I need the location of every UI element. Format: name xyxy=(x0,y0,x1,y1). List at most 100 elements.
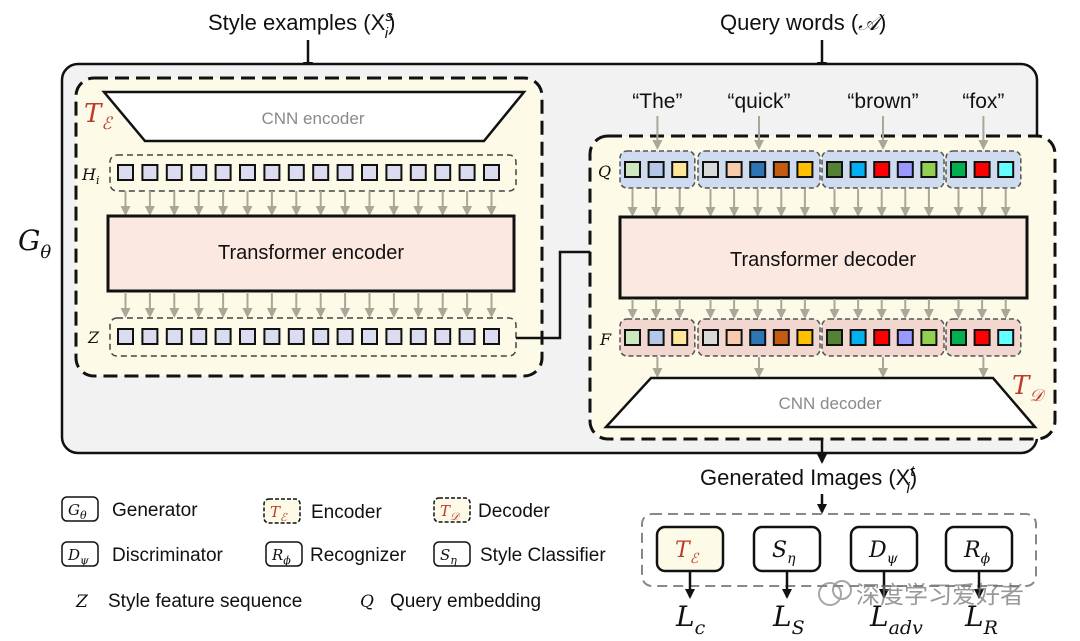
q-token xyxy=(702,161,719,178)
f-token xyxy=(725,329,743,346)
q-token xyxy=(647,161,665,178)
z-token xyxy=(483,328,500,345)
f-token xyxy=(896,329,914,346)
transformer-encoder-box xyxy=(106,214,516,293)
z-token xyxy=(214,328,232,345)
q-token xyxy=(796,161,814,178)
z-token xyxy=(336,328,354,345)
z-token xyxy=(287,328,305,345)
legend-symbol: Gθ xyxy=(68,501,87,522)
query-word: “brown” xyxy=(847,90,918,113)
z-token xyxy=(458,328,476,345)
q-token xyxy=(873,161,891,178)
legend-symbol-box xyxy=(433,541,471,567)
q-token xyxy=(950,161,967,178)
legend-symbol: Tℰ xyxy=(270,503,288,524)
q-token xyxy=(772,161,790,178)
f-token xyxy=(973,329,991,346)
h-token xyxy=(263,164,281,181)
decoder-output-arrows xyxy=(627,299,1011,319)
z-label: Z xyxy=(87,328,100,347)
f-token xyxy=(796,329,814,346)
z-token xyxy=(165,328,183,345)
legend-symbol: Dψ xyxy=(67,546,89,567)
cnn-decoder-input-arrows xyxy=(652,357,989,378)
f-token xyxy=(749,329,767,346)
query-words-label: Query words (𝒜) xyxy=(720,10,886,36)
q-label: Q xyxy=(598,162,611,181)
f-feature-row xyxy=(619,318,1022,357)
f-label: F xyxy=(599,330,612,349)
legend-z-text: Style feature sequence xyxy=(108,591,302,612)
q-token xyxy=(997,161,1015,178)
z-token xyxy=(385,328,403,345)
generator-label: Gθ xyxy=(18,224,51,263)
cnn-encoder-label: CNN encoder xyxy=(262,109,365,128)
h-label: Hi xyxy=(81,165,99,187)
z-token xyxy=(117,328,134,345)
head-symbol: Rϕ xyxy=(963,538,991,567)
watermark-text: 深度学习爱好者 xyxy=(856,582,1024,609)
head-symbol: Tℰ xyxy=(675,538,700,567)
f-token xyxy=(950,329,967,346)
decoder-module: “The”“quick”“brown”“fox” Q Transformer d… xyxy=(588,90,1057,441)
f-token xyxy=(873,329,891,346)
heads-group xyxy=(641,513,1037,587)
z-token-row xyxy=(117,328,500,345)
legend-symbol-box xyxy=(433,497,471,523)
legend-text: Recognizer xyxy=(310,545,407,566)
encoder-label: Tℰ xyxy=(84,99,113,134)
f-token xyxy=(671,329,689,346)
h-token xyxy=(214,164,232,181)
head-box xyxy=(944,525,1014,573)
encoder-input-arrows xyxy=(120,191,497,216)
loss-symbol: LR xyxy=(964,600,998,639)
z-token xyxy=(409,328,427,345)
h-token xyxy=(409,164,427,181)
h-token xyxy=(190,164,208,181)
h-token xyxy=(385,164,403,181)
q-token xyxy=(671,161,689,178)
cnn-decoder-label: CNN decoder xyxy=(779,394,882,413)
q-embedding-row xyxy=(619,150,1022,189)
watermark: 深度学习爱好者 xyxy=(818,580,1024,609)
h-token xyxy=(312,164,330,181)
head-box xyxy=(655,525,725,573)
transformer-encoder-label: Transformer encoder xyxy=(218,242,404,264)
f-token xyxy=(624,329,641,346)
loss-symbol: Lc xyxy=(675,600,706,639)
encoder-module: Tℰ CNN encoder Hi Transformer encoder Z xyxy=(74,76,544,378)
query-word: “quick” xyxy=(727,90,790,113)
f-token xyxy=(849,329,867,346)
legend-text: Generator xyxy=(112,500,198,521)
h-token xyxy=(287,164,305,181)
decoder-label: T𝒟 xyxy=(1012,371,1046,406)
query-word-arrows xyxy=(652,116,989,150)
legend-z-symbol: Z xyxy=(75,592,89,612)
z-token xyxy=(239,328,256,345)
query-word: “The” xyxy=(632,90,682,113)
legend-symbol-box xyxy=(61,496,99,522)
h-token xyxy=(434,164,452,181)
f-token xyxy=(772,329,790,346)
head-symbol: Dψ xyxy=(868,538,899,567)
f-token xyxy=(920,329,938,346)
h-token xyxy=(239,164,256,181)
q-token xyxy=(826,161,843,178)
h-token xyxy=(483,164,500,181)
cnn-encoder-trapezoid xyxy=(101,90,527,143)
h-token xyxy=(361,164,378,181)
f-token xyxy=(702,329,719,346)
q-token xyxy=(624,161,641,178)
legend-text: Discriminator xyxy=(112,545,224,566)
transformer-decoder-label: Transformer decoder xyxy=(730,249,916,271)
f-token xyxy=(826,329,843,346)
loss-symbol: LS xyxy=(772,600,805,639)
legend-q-symbol: Q xyxy=(360,592,374,612)
h-token xyxy=(458,164,476,181)
